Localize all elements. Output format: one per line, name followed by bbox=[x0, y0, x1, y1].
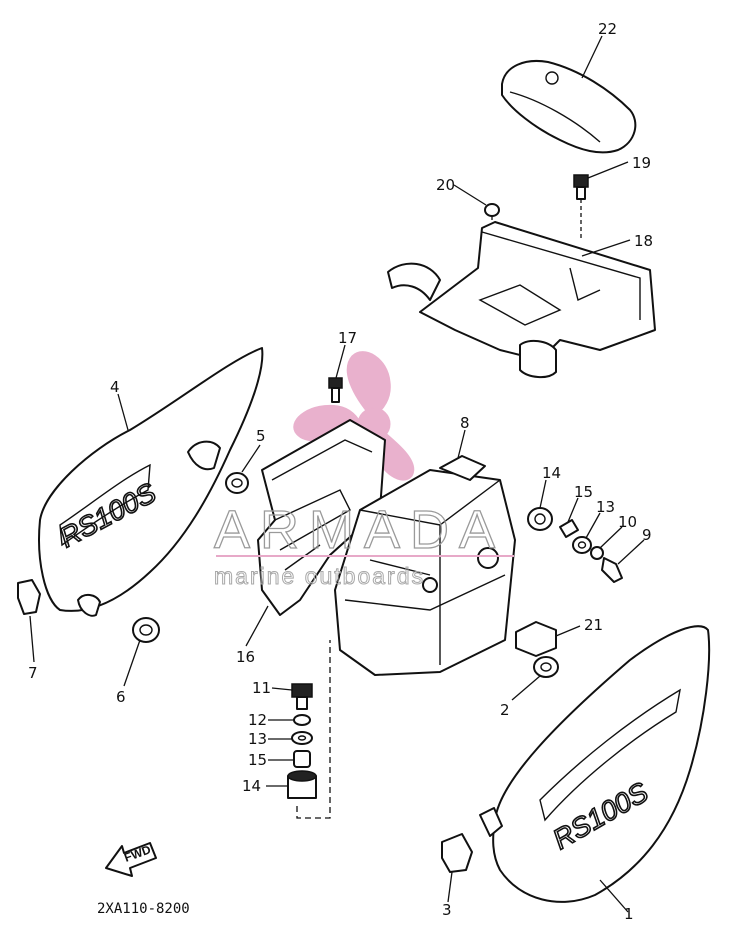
part-2-grommet bbox=[533, 656, 559, 678]
callout-17: 17 bbox=[338, 329, 357, 347]
part-9-bolt-right bbox=[601, 557, 623, 583]
part-1-right-side-cover: RS100S bbox=[479, 625, 711, 903]
callout-22: 22 bbox=[598, 20, 617, 38]
callout-19: 19 bbox=[632, 154, 651, 172]
callout-14-right: 14 bbox=[542, 464, 561, 482]
hardware-stack-bracket-line bbox=[296, 640, 331, 819]
watermark-brand: ARMADA bbox=[214, 500, 505, 560]
callout-7: 7 bbox=[28, 664, 38, 682]
callout-18: 18 bbox=[634, 232, 653, 250]
callout-5: 5 bbox=[256, 427, 266, 445]
part-14-grommet-lower bbox=[287, 770, 317, 799]
part-6-grommet bbox=[132, 617, 160, 643]
callout-15-right: 15 bbox=[574, 483, 593, 501]
part-3-clip bbox=[441, 833, 473, 873]
part-13-washer-lower bbox=[291, 731, 313, 745]
part-15-collar-right bbox=[559, 519, 579, 538]
callout-6: 6 bbox=[116, 688, 126, 706]
part-4-left-side-cover: RS100S bbox=[38, 347, 264, 617]
part-21-damper-block bbox=[515, 621, 557, 657]
part-18-tray-bracket bbox=[387, 221, 656, 378]
callout-12: 12 bbox=[248, 711, 267, 729]
part-7-clip bbox=[17, 579, 41, 615]
callout-1: 1 bbox=[624, 905, 634, 923]
leader-lines bbox=[29, 35, 645, 913]
callout-14-lower: 14 bbox=[242, 777, 261, 795]
part-22-cover-pad bbox=[501, 60, 637, 154]
callout-10: 10 bbox=[618, 513, 637, 531]
callout-3: 3 bbox=[442, 901, 452, 919]
drawing-code: 2XA110-8200 bbox=[97, 901, 190, 917]
part-14-grommet-right bbox=[527, 507, 553, 531]
part-5-grommet bbox=[225, 472, 249, 494]
part-15-collar-lower bbox=[293, 750, 311, 768]
fwd-arrow: FWD bbox=[105, 842, 157, 877]
callout-11: 11 bbox=[252, 679, 271, 697]
callout-21: 21 bbox=[584, 616, 603, 634]
part-11-bolt-lower bbox=[291, 683, 313, 710]
part-17-screw bbox=[328, 377, 343, 403]
part-8-battery-box bbox=[334, 455, 516, 676]
callout-13-right: 13 bbox=[596, 498, 615, 516]
watermark-tagline: marine outboards bbox=[214, 563, 425, 589]
callout-4: 4 bbox=[110, 378, 120, 396]
callout-13-lower: 13 bbox=[248, 730, 267, 748]
part-10-washer-right bbox=[590, 546, 604, 560]
part-13-washer-right bbox=[572, 536, 592, 554]
callout-9: 9 bbox=[642, 526, 652, 544]
callout-labels: 22 19 20 18 17 4 5 8 14 15 13 10 9 21 2 … bbox=[28, 20, 653, 923]
part-19-bolt bbox=[573, 174, 589, 240]
callout-20: 20 bbox=[436, 176, 455, 194]
propeller-blade-top bbox=[346, 351, 391, 419]
callout-15-lower: 15 bbox=[248, 751, 267, 769]
callout-2: 2 bbox=[500, 701, 510, 719]
callout-16: 16 bbox=[236, 648, 255, 666]
part-20-grommet bbox=[484, 203, 500, 240]
part-16-frame-bracket bbox=[257, 419, 386, 616]
part-12-lockwasher-lower bbox=[293, 714, 311, 726]
callout-8: 8 bbox=[460, 414, 470, 432]
